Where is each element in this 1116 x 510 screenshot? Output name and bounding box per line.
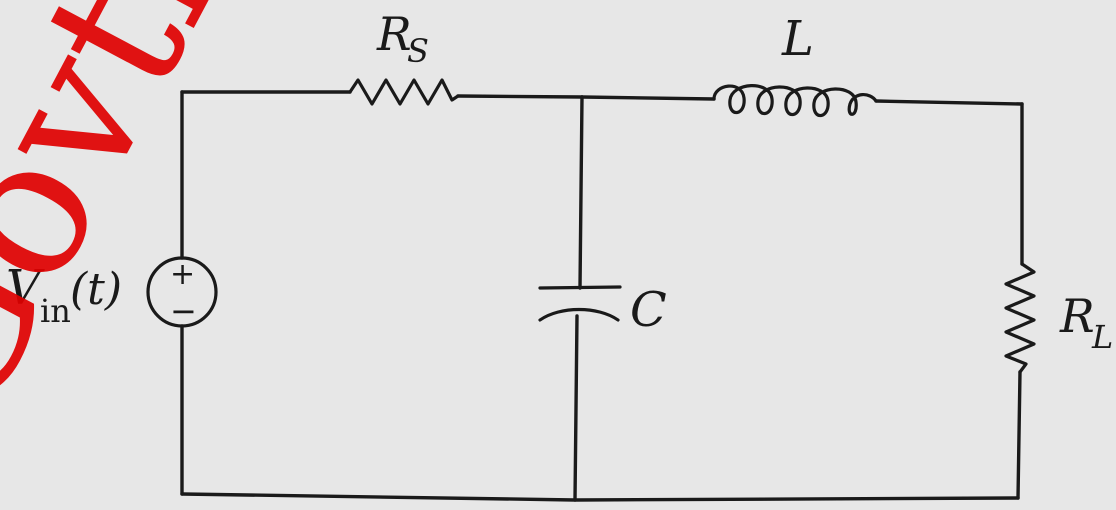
source-minus-sign: − xyxy=(170,292,197,330)
label-source-subscript: in xyxy=(40,292,71,330)
wire-bottom xyxy=(180,492,1020,502)
label-rl: R L xyxy=(1059,289,1113,356)
wire-mid-lower xyxy=(573,314,579,502)
label-inductor: L xyxy=(781,11,814,67)
capacitor-c xyxy=(538,285,622,322)
label-rs-subscript: S xyxy=(407,32,429,70)
label-rs-main: R xyxy=(376,7,412,61)
wire-mid-upper xyxy=(578,95,584,290)
source-plus-sign: + xyxy=(170,257,195,292)
capacitor-plate-top xyxy=(538,285,622,290)
label-source-main: V xyxy=(6,260,45,316)
label-source: V in (t) xyxy=(6,260,122,330)
wire-right-lower xyxy=(1016,370,1022,500)
wire-rs-junction xyxy=(456,94,584,99)
capacitor-plate-bottom xyxy=(538,307,620,322)
label-rl-subscript: L xyxy=(1091,318,1113,356)
wire-junction-inductor xyxy=(580,95,716,101)
label-rl-main: R xyxy=(1059,289,1095,343)
source-circle xyxy=(146,256,218,328)
wire-inductor-right xyxy=(874,99,1024,106)
wires xyxy=(180,90,1024,502)
label-capacitor: C xyxy=(630,282,667,338)
voltage-source: + − xyxy=(146,256,218,330)
resistor-rl xyxy=(1004,262,1036,374)
inductor-l xyxy=(712,84,878,118)
label-source-argument: (t) xyxy=(70,264,122,315)
resistor-rs xyxy=(348,78,460,106)
label-rs: R S xyxy=(376,7,429,70)
